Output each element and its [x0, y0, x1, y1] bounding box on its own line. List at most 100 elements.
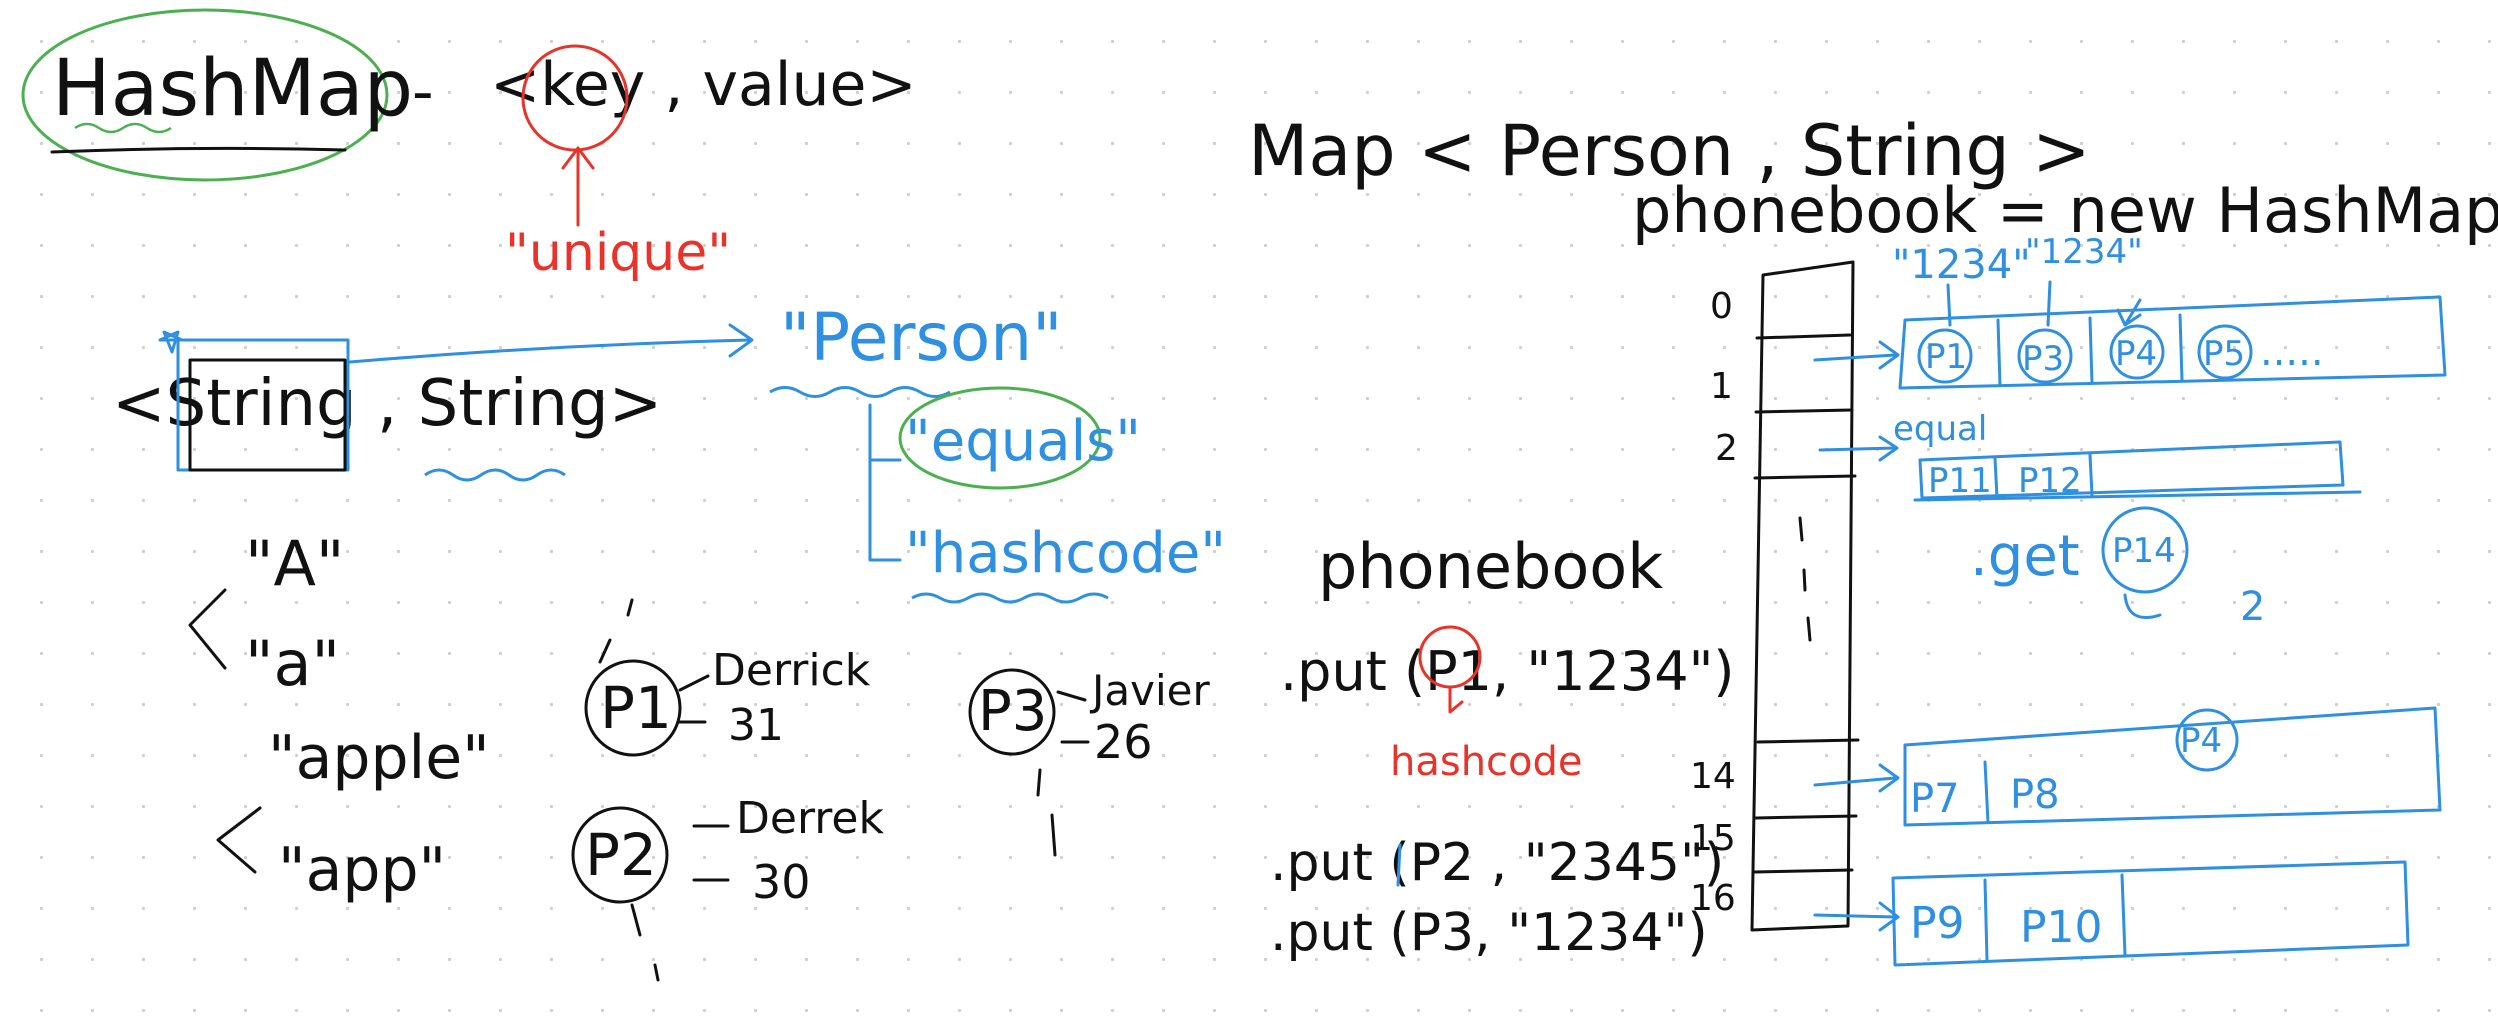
map-declaration: Map < Person , String >	[1248, 110, 2091, 192]
row1-divider-1	[1996, 318, 2002, 387]
row3-divider	[1983, 760, 1990, 824]
row1-label-c-pointer	[2116, 298, 2142, 327]
row4-p10: P10	[2020, 902, 2103, 953]
row4-arrow-head	[1878, 901, 1900, 932]
row2-underline	[1913, 490, 2362, 502]
row1-p3-circle	[2017, 328, 2073, 384]
index-14: 14	[1690, 756, 1736, 797]
hashcode-squiggle	[911, 592, 1109, 604]
row1-p5-circle	[2197, 324, 2253, 380]
bucket-divider-14	[1756, 738, 1860, 744]
row4-divider-2	[2120, 873, 2127, 957]
get-result: 2	[2240, 584, 2265, 630]
bucket-divider-1	[1754, 408, 1854, 414]
title-underline	[50, 146, 347, 154]
case-bracket	[188, 588, 227, 670]
row1-p4: P4	[2115, 334, 2157, 374]
ellipsis-dot-3	[1806, 616, 1812, 642]
row1-divider-3	[2178, 313, 2184, 382]
string-key-inner-box	[188, 358, 347, 472]
dash-text: -	[412, 57, 434, 127]
value-squiggle	[424, 468, 566, 482]
key-value-text: <key , value>	[490, 50, 917, 120]
row1-ellipsis: .....	[2260, 329, 2324, 375]
ellipsis-dot-2	[1802, 568, 1807, 592]
phonebook-calls-group: phonebook .put (P1, "1234") hashcode .pu…	[1270, 530, 1735, 963]
equals-highlight-ellipse	[898, 386, 1102, 490]
bucket-row-4: P9 P10	[1813, 860, 2410, 967]
get-result-arrow	[2123, 593, 2162, 619]
ellipsis-dot-1	[1798, 516, 1804, 542]
row3-p8: P8	[2010, 772, 2060, 818]
hashcode-label: "hashcode"	[905, 521, 1226, 586]
row2-equal-label: equal	[1893, 409, 1987, 449]
get-call: .get	[1970, 524, 2080, 589]
get-key: P14	[2112, 531, 2176, 571]
person-instances-group: P1 Derrick 31 P2 Derrek 30 P3 Javier 26	[571, 598, 1210, 982]
person-arrow-head	[728, 323, 754, 358]
p1-name-connector	[678, 674, 710, 692]
p3-age: 26	[1094, 715, 1153, 769]
title-highlight-ellipse	[21, 8, 389, 182]
put-call-2-mark	[1396, 843, 1402, 887]
row4-p9: P9	[1910, 898, 1965, 949]
p1-circle	[584, 659, 682, 757]
row2-divider-2	[2088, 453, 2094, 497]
row3-p7: P7	[1910, 776, 1960, 822]
hashcode-pointer	[1448, 686, 1464, 714]
person-group: "Person" "equals" "hashcode"	[769, 299, 1226, 604]
row1-label-a: "1234"	[1892, 242, 2031, 288]
index-16: 16	[1690, 878, 1736, 919]
generic-type-text: <String , String>	[112, 367, 662, 441]
p2-circle	[571, 806, 669, 904]
p2-name: Derrek	[736, 793, 884, 844]
p3-stem-bottom	[1050, 813, 1057, 857]
row2-box	[1918, 440, 2345, 500]
p1-stem	[598, 638, 612, 664]
row1-box	[1898, 295, 2447, 390]
row1-p1-circle	[1917, 328, 1973, 384]
row4-arrow-line	[1813, 913, 1897, 919]
p1-name: Derrick	[712, 645, 871, 696]
row1-divider-2	[2088, 316, 2094, 385]
person-arrow-line	[348, 338, 752, 364]
bucket-row-2: equal P11 P12 .get P14 2	[1818, 409, 2362, 630]
phonebook-title: phonebook	[1318, 530, 1663, 603]
bucket-divider-16	[1752, 868, 1854, 874]
bucket-divider-15	[1754, 814, 1858, 820]
row2-p11: P11	[1928, 461, 1992, 501]
hashmap-title: HashMap	[52, 44, 413, 134]
put-call-3: .put (P3, "1234")	[1270, 903, 1708, 963]
p3-name-connector	[1056, 690, 1087, 702]
row1-p3: P3	[2022, 339, 2064, 379]
row1-p5: P5	[2203, 334, 2245, 374]
unique-arrow-head	[561, 146, 595, 170]
string-examples-group: "A" "a" "apple" "app"	[188, 527, 490, 905]
row3-p4: P4	[2180, 721, 2222, 761]
p1-stem-top	[626, 598, 634, 617]
index-0: 0	[1710, 286, 1733, 327]
row1-arrow-line	[1813, 353, 1897, 362]
row1-label-b-pointer	[2046, 280, 2052, 327]
bucket-row-1: "1234" "1234" P1 P3 P4 P5 .....	[1813, 232, 2447, 390]
star-mark	[158, 330, 184, 354]
string-example-2: "a"	[245, 627, 340, 700]
index-15: 15	[1690, 818, 1736, 859]
row1-p1: P1	[1925, 337, 1967, 377]
bucket-divider-0	[1755, 333, 1852, 340]
row3-box	[1903, 706, 2442, 827]
string-example-1: "A"	[245, 527, 344, 600]
put-call-1: .put (P1, "1234")	[1280, 640, 1735, 703]
index-2: 2	[1715, 428, 1738, 469]
row1-label-b: "1234"	[2025, 232, 2143, 272]
person-tree-line	[868, 403, 902, 562]
row4-divider-1	[1983, 878, 1989, 962]
unique-label: "unique"	[505, 223, 731, 283]
row2-divider-1	[1993, 456, 1999, 500]
hashcode-note: hashcode	[1390, 739, 1583, 785]
p3-circle	[968, 668, 1056, 756]
p2-age: 30	[752, 855, 811, 909]
bucket-divider-2	[1753, 474, 1857, 480]
bucket-array: 0 1 2 14 15 16	[1690, 260, 1860, 932]
